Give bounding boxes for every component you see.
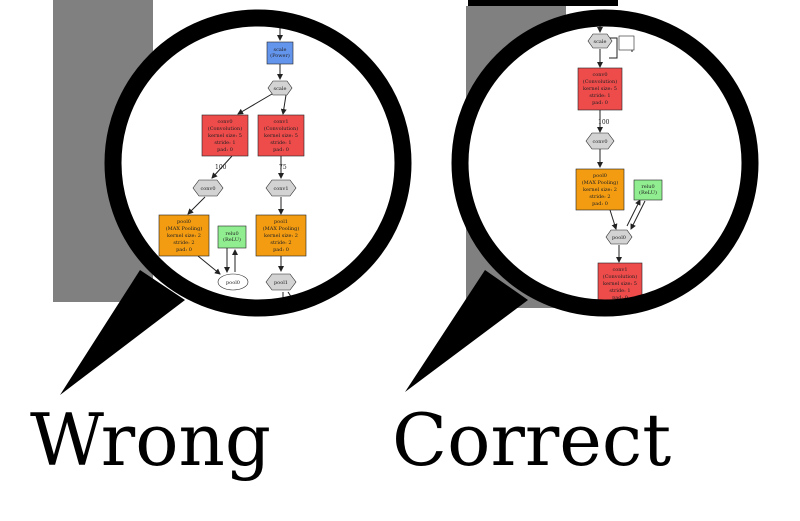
wrong-node-conv1-blob-label: conv1	[273, 186, 288, 192]
node-text-line: pad: 0	[217, 147, 233, 153]
correct-backdrop-black	[468, 0, 618, 6]
wrong-node-conv0-blob	[192, 179, 224, 197]
node-text-line: stride: 1	[214, 140, 235, 146]
node-text-line: scale	[274, 47, 287, 53]
node-text-line: stride: 2	[173, 240, 194, 246]
wrong-node-power-text: scale(Power)	[270, 47, 290, 59]
wrong-caption: Wrong	[30, 398, 271, 482]
node-text-line: (Convolution)	[603, 273, 638, 280]
node-text-line: kernel size: 2	[167, 233, 201, 239]
node-text-line: relu0	[641, 184, 654, 190]
wrong-node-pool0-blob	[217, 273, 249, 291]
wrong-node-conv1	[257, 114, 305, 157]
correct-magnified-graph: 100 scale scale conv0(Convolution)kernel…	[468, 26, 742, 301]
node-text-line: (ReLU)	[639, 189, 657, 196]
wrong-edge-label-75: 75	[279, 164, 287, 171]
correct-node-pool0-blob-label: pool0	[612, 235, 626, 241]
node-text-line: (Convolution)	[264, 125, 299, 132]
node-text-line: (Power)	[270, 52, 290, 59]
correct-node-conv0-blob-label: conv0	[592, 139, 607, 145]
wrong-node-pool1-blob	[265, 273, 297, 291]
node-text-line: stride: 1	[589, 93, 610, 99]
wrong-node-conv1-blob	[265, 179, 297, 197]
node-text-line: kernel size: 5	[264, 133, 298, 139]
wrong-magnified-graph: 100 75 scale scale(Power) scale conv0(Co…	[121, 26, 395, 300]
node-text-line: pad: 0	[176, 247, 192, 253]
node-text-line: kernel size: 2	[264, 233, 298, 239]
node-text-line: (ReLU)	[223, 236, 241, 243]
wrong-node-scale-blob	[267, 80, 293, 96]
wrong-node-pool0-blob-label: pool0	[226, 280, 240, 286]
correct-node-conv1	[597, 262, 643, 300]
correct-node-extra-box	[618, 35, 635, 51]
wrong-node-power	[266, 41, 294, 65]
correct-node-relu0	[633, 179, 663, 201]
node-text-line: pad: 0	[592, 100, 608, 106]
node-text-line: (Convolution)	[583, 78, 618, 85]
node-text-line: conv0	[217, 119, 232, 125]
node-text-line: stride: 2	[589, 194, 610, 200]
node-text-line: pool1	[274, 219, 288, 225]
node-text-line: (MAX Pooling)	[166, 225, 203, 232]
wrong-node-scale-blob-label: scale	[274, 86, 287, 92]
node-text-line: stride: 1	[609, 288, 630, 294]
wrong-node-pool1-blob-label: pool1	[274, 280, 288, 286]
node-text-line: (MAX Pooling)	[263, 225, 300, 232]
wrong-node-conv0-blob-label: conv0	[200, 186, 215, 192]
correct-node-scale-blob-label: scale	[594, 39, 607, 45]
correct-node-relu0-text: relu0(ReLU)	[639, 184, 657, 196]
correct-caption: Correct	[392, 398, 672, 482]
node-text-line: pool0	[593, 173, 607, 179]
correct-panel: 100 scale scale conv0(Convolution)kernel…	[405, 0, 759, 392]
node-text-line: pad: 0	[592, 201, 608, 207]
node-text-line: kernel size: 5	[208, 133, 242, 139]
correct-node-pool0-blob	[605, 229, 633, 245]
node-text-line: pool0	[177, 219, 191, 225]
node-text-line: pad: 0	[273, 247, 289, 253]
node-text-line: (MAX Pooling)	[582, 179, 619, 186]
node-text-line: pad: 0	[273, 147, 289, 153]
wrong-node-relu0	[217, 225, 247, 249]
node-text-line: kernel size: 2	[583, 187, 617, 193]
node-text-line: stride: 1	[270, 140, 291, 146]
node-text-line: pad: 0	[612, 295, 628, 301]
correct-node-conv0	[577, 67, 623, 111]
node-text-line: kernel size: 5	[583, 86, 617, 92]
wrong-node-pool1	[255, 214, 307, 257]
correct-node-pool0	[575, 168, 625, 211]
correct-edge-label-100: 100	[598, 119, 610, 126]
node-text-line: conv1	[612, 267, 627, 273]
correct-bubble-tail	[405, 270, 528, 392]
node-text-line: conv0	[592, 72, 607, 78]
wrong-edge-label-100: 100	[215, 164, 227, 171]
node-text-line: conv1	[273, 119, 288, 125]
wrong-node-relu0-text: relu0(ReLU)	[223, 231, 241, 243]
wrong-bubble-tail	[60, 270, 185, 395]
correct-node-scale-blob	[587, 33, 613, 49]
correct-magnifier-ring	[451, 9, 759, 317]
node-text-line: stride: 2	[270, 240, 291, 246]
node-text-line: kernel size: 5	[603, 281, 637, 287]
wrong-magnifier-ring	[104, 9, 412, 317]
wrong-node-pool0	[158, 214, 210, 257]
wrong-node-conv0	[201, 114, 249, 157]
node-text-line: relu0	[225, 231, 238, 237]
correct-node-conv0-blob	[585, 132, 615, 150]
wrong-panel: 100 75 scale scale(Power) scale conv0(Co…	[53, 0, 412, 395]
node-text-line: (Convolution)	[208, 125, 243, 132]
